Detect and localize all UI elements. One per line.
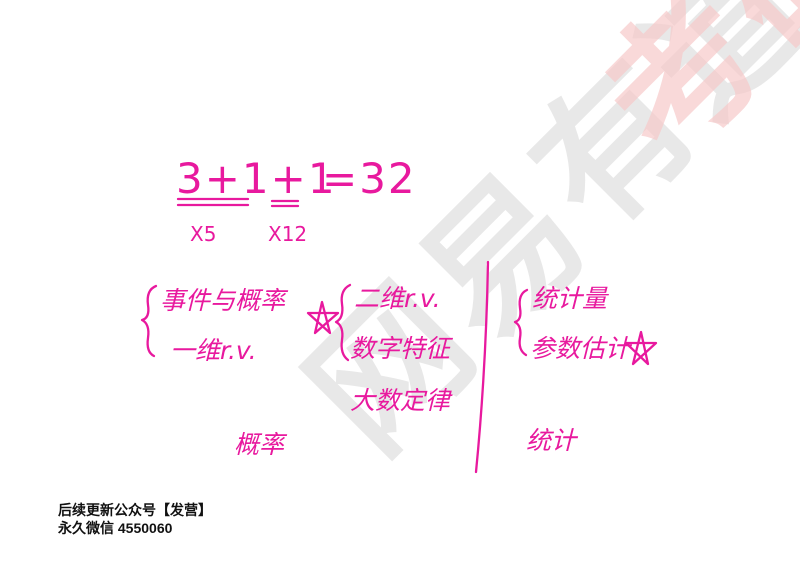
brace-col2 <box>334 283 352 362</box>
brace-col3 <box>513 288 529 357</box>
formula-left: 3+1+1 <box>176 154 337 203</box>
caption-line-2: 永久微信 4550060 <box>58 520 173 536</box>
col1-item-1d-rv: 一维r.v. <box>170 336 257 365</box>
col3-item-parameter-estimation: 参数估计 <box>530 334 631 363</box>
multiplier-a: X5 <box>190 222 217 246</box>
col1-item-events-probability: 事件与概率 <box>160 286 286 315</box>
col1-bottom-label: 概率 <box>234 430 285 459</box>
col2-item-2d-rv: 二维r.v. <box>354 284 441 313</box>
star-icon <box>306 300 340 335</box>
col2-item-numeric-features: 数字特征 <box>350 334 451 363</box>
vertical-divider <box>474 260 490 474</box>
formula-right: =32 <box>322 154 417 203</box>
star-icon <box>624 330 658 366</box>
col3-bottom-label: 统计 <box>526 426 577 455</box>
multiplier-b: X12 <box>268 222 308 246</box>
col2-item-law-large-numbers: 大数定律 <box>350 386 451 415</box>
col3-item-statistic: 统计量 <box>532 284 608 313</box>
brace-col1 <box>140 284 158 358</box>
caption-line-1: 后续更新公众号【发营】 <box>58 502 212 518</box>
